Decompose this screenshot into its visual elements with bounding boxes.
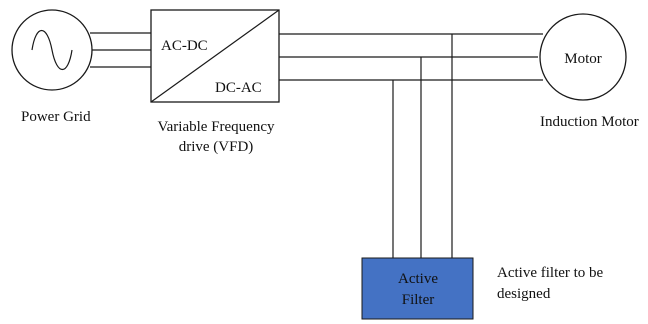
- vfd-block: AC-DC DC-AC: [150, 9, 280, 103]
- motor-caption: Induction Motor: [540, 114, 639, 130]
- vfd-to-motor-wires: [279, 33, 543, 81]
- active-filter-label-line1: Active: [398, 271, 438, 287]
- active-filter-label-line2: Filter: [402, 292, 435, 308]
- induction-motor: Motor: [539, 13, 627, 101]
- active-filter-note-line1: Active filter to be: [497, 265, 604, 281]
- vfd-caption-line1: Variable Frequency: [157, 119, 275, 135]
- vfd-caption-line2: drive (VFD): [179, 139, 254, 155]
- motor-label: Motor: [564, 51, 602, 67]
- power-grid-caption: Power Grid: [21, 109, 91, 125]
- motor-circle: [539, 13, 627, 101]
- filter-tap-wires: [392, 34, 453, 259]
- converter-diagonal-icon: [150, 9, 280, 103]
- grid-to-vfd-wires: [90, 32, 151, 68]
- active-filter-block: Active Filter: [361, 257, 474, 320]
- active-filter-note-line2: designed: [497, 286, 551, 302]
- vfd-dc-ac-label: DC-AC: [215, 80, 262, 96]
- power-grid-source: [11, 9, 93, 91]
- vfd-ac-dc-label: AC-DC: [161, 38, 208, 54]
- ac-sine-wave-icon: [31, 29, 73, 71]
- active-filter-box: [361, 257, 474, 320]
